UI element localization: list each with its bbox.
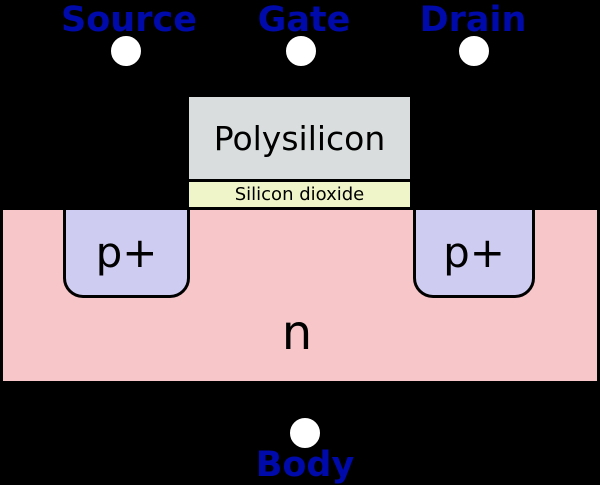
silicon-dioxide-region: Silicon dioxide bbox=[186, 182, 413, 207]
silicon-dioxide-label: Silicon dioxide bbox=[234, 183, 365, 205]
p-plus-source-region: p+ bbox=[63, 207, 190, 298]
n-substrate-label: n bbox=[281, 305, 313, 361]
gate-terminal-contact bbox=[283, 33, 319, 69]
p-plus-drain-region: p+ bbox=[413, 207, 535, 298]
drain-terminal-label: Drain bbox=[419, 0, 527, 40]
p-plus-source-label: p+ bbox=[95, 227, 158, 277]
drain-terminal-contact bbox=[456, 33, 492, 69]
p-plus-drain-label: p+ bbox=[443, 227, 505, 277]
source-terminal-label: Source bbox=[61, 0, 197, 40]
body-terminal-label: Body bbox=[255, 445, 355, 485]
gate-wire bbox=[298, 60, 301, 100]
body-terminal-contact bbox=[287, 415, 323, 451]
gate-terminal-label: Gate bbox=[257, 0, 351, 40]
polysilicon-gate-region: Polysilicon bbox=[186, 94, 413, 182]
source-terminal-contact bbox=[108, 33, 144, 69]
polysilicon-label: Polysilicon bbox=[213, 118, 386, 158]
